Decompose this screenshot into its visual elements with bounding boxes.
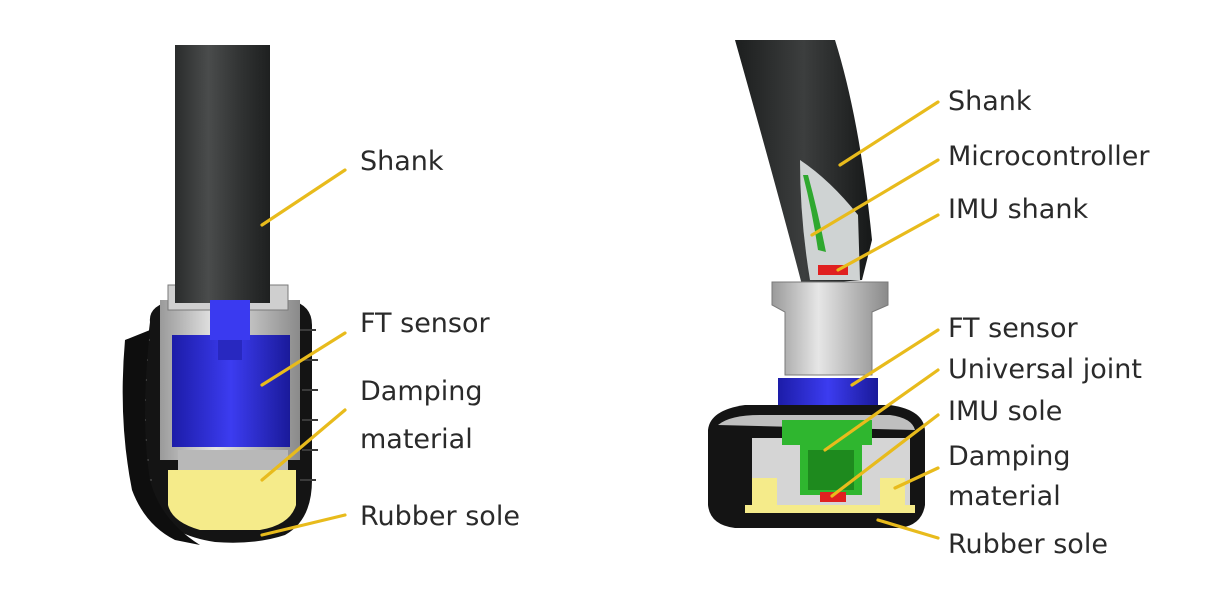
left-damping-material [168,470,296,530]
left-shank-tube [175,45,270,303]
right-label-imu-sole: IMU sole [948,396,1062,427]
right-damping-leader [893,466,940,490]
left-foot-model [122,45,347,545]
right-label-rubber-sole: Rubber sole [948,529,1108,560]
right-micro-leader [810,158,940,237]
right-shank-leader [838,100,940,167]
left-label-damping-line1: Damping [360,376,483,407]
left-label-rubber-sole: Rubber sole [360,501,520,532]
left-rubber-leader [260,513,347,537]
left-shank-leader [260,168,347,227]
right-imu-shank-leader [836,213,940,272]
left-ft-leader [260,331,347,387]
right-label-microcontroller: Microcontroller [948,141,1150,172]
right-imu-shank [818,265,848,275]
left-damping-leader [260,408,347,482]
right-label-universal-joint: Universal joint [948,354,1142,385]
right-rubber-leader [876,518,940,540]
right-label-damping-line2: material [948,481,1061,512]
left-label-damping-line2: material [360,424,473,455]
right-label-imu-shank: IMU shank [948,194,1088,225]
right-joint-leader [823,368,940,452]
right-damping-right [880,478,905,506]
right-ft-leader [850,328,940,387]
right-label-ft-sensor: FT sensor [948,313,1079,344]
right-label-shank: Shank [948,86,1032,117]
left-label-ft-sensor: FT sensor [360,308,491,339]
right-label-damping-line1: Damping [948,441,1071,472]
right-foot-model [708,40,940,540]
right-imu-sole-leader [830,413,940,498]
left-label-shank: Shank [360,146,444,177]
right-damping-left [752,478,777,506]
